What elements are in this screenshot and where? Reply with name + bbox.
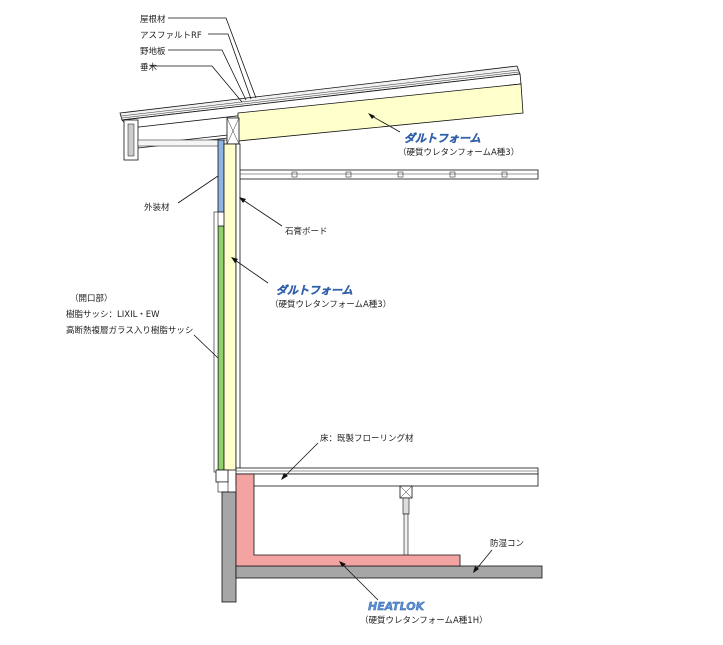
arrowhead bbox=[473, 566, 479, 573]
leader-floor bbox=[281, 442, 319, 480]
exterior-label: 外装材 bbox=[144, 202, 170, 213]
foundation-insulation-spec: （硬質ウレタンフォームA種1H） bbox=[360, 615, 488, 626]
top-plate-cross bbox=[226, 117, 240, 145]
joist-hanger bbox=[397, 171, 404, 178]
joist-hanger bbox=[501, 171, 508, 178]
arrowhead bbox=[339, 561, 346, 567]
foundation-assembly bbox=[221, 473, 543, 603]
roof-assembly bbox=[119, 65, 524, 161]
joist-hanger bbox=[449, 171, 456, 178]
roof-label-asphalt: アスファルトRF bbox=[140, 31, 202, 41]
arrowhead bbox=[239, 197, 246, 203]
arrowhead bbox=[281, 473, 288, 480]
floor-label: 床：既製フローリング材 bbox=[320, 433, 414, 444]
wall-insulation bbox=[223, 143, 237, 471]
opening-glass: 高断熱複層ガラス入り樹脂サッシ bbox=[66, 325, 193, 336]
roof-label-roofing: 屋根材 bbox=[140, 14, 166, 25]
leader-rafter bbox=[150, 65, 243, 103]
ceiling-joist-beam bbox=[237, 169, 539, 180]
leader-opening bbox=[193, 334, 219, 359]
wall-insulation-spec: （硬質ウレタンフォームA種3） bbox=[270, 299, 391, 310]
arrowhead bbox=[231, 257, 238, 263]
post-cross bbox=[399, 485, 413, 499]
leader-wall-insulation bbox=[231, 257, 269, 284]
gypsum-label: 石膏ボード bbox=[285, 226, 328, 237]
leader-roof-insulation bbox=[369, 114, 401, 133]
floor-assembly bbox=[235, 467, 539, 567]
foundation-insulation-brand: HEATLOK bbox=[368, 600, 426, 613]
opening-sash: 樹脂サッシ：LIXIL・EW bbox=[66, 309, 160, 320]
foundation-insulation bbox=[235, 473, 461, 567]
opening-title: （開口部） bbox=[70, 293, 113, 304]
leader-gypsum bbox=[239, 197, 283, 227]
roof-insulation-spec: （硬質ウレタンフォームA種3） bbox=[398, 147, 519, 158]
moisture-concrete-label: 防湿コン bbox=[490, 538, 524, 549]
joist-hanger bbox=[291, 171, 298, 178]
roof-insulation-brand: ダルトフォーム bbox=[404, 132, 481, 145]
wall-insulation-brand: ダルトフォーム bbox=[276, 284, 353, 297]
ceiling-joists bbox=[237, 169, 539, 180]
moisture-concrete-slab bbox=[235, 565, 543, 579]
leader-heatlok bbox=[339, 561, 379, 601]
leader-lines bbox=[150, 17, 493, 601]
leader-exterior bbox=[177, 175, 219, 204]
upper-exterior-panel bbox=[217, 139, 225, 213]
soffit-board bbox=[137, 139, 229, 147]
arrowhead bbox=[368, 113, 375, 119]
fascia-trim bbox=[127, 123, 135, 157]
sill-plate bbox=[215, 469, 229, 483]
wall-assembly bbox=[213, 139, 241, 493]
roof-label-rafter: 垂木 bbox=[140, 62, 158, 73]
joist-hanger bbox=[345, 171, 352, 178]
roof-layer-line bbox=[121, 71, 520, 119]
leader-roof-material bbox=[168, 17, 257, 99]
steel-post-upper bbox=[402, 497, 410, 515]
exterior-siding bbox=[213, 211, 219, 473]
leader-asphalt bbox=[208, 33, 252, 100]
resin-sash-glass bbox=[217, 225, 225, 471]
leader-sheathing bbox=[168, 49, 247, 101]
roof-layer-line bbox=[120, 69, 519, 117]
roof-label-sheathing: 野地板 bbox=[140, 46, 166, 57]
floor-joist bbox=[235, 473, 539, 487]
gypsum-board bbox=[235, 143, 241, 471]
sill-block bbox=[217, 481, 229, 493]
foundation-stem-wall bbox=[221, 491, 237, 603]
